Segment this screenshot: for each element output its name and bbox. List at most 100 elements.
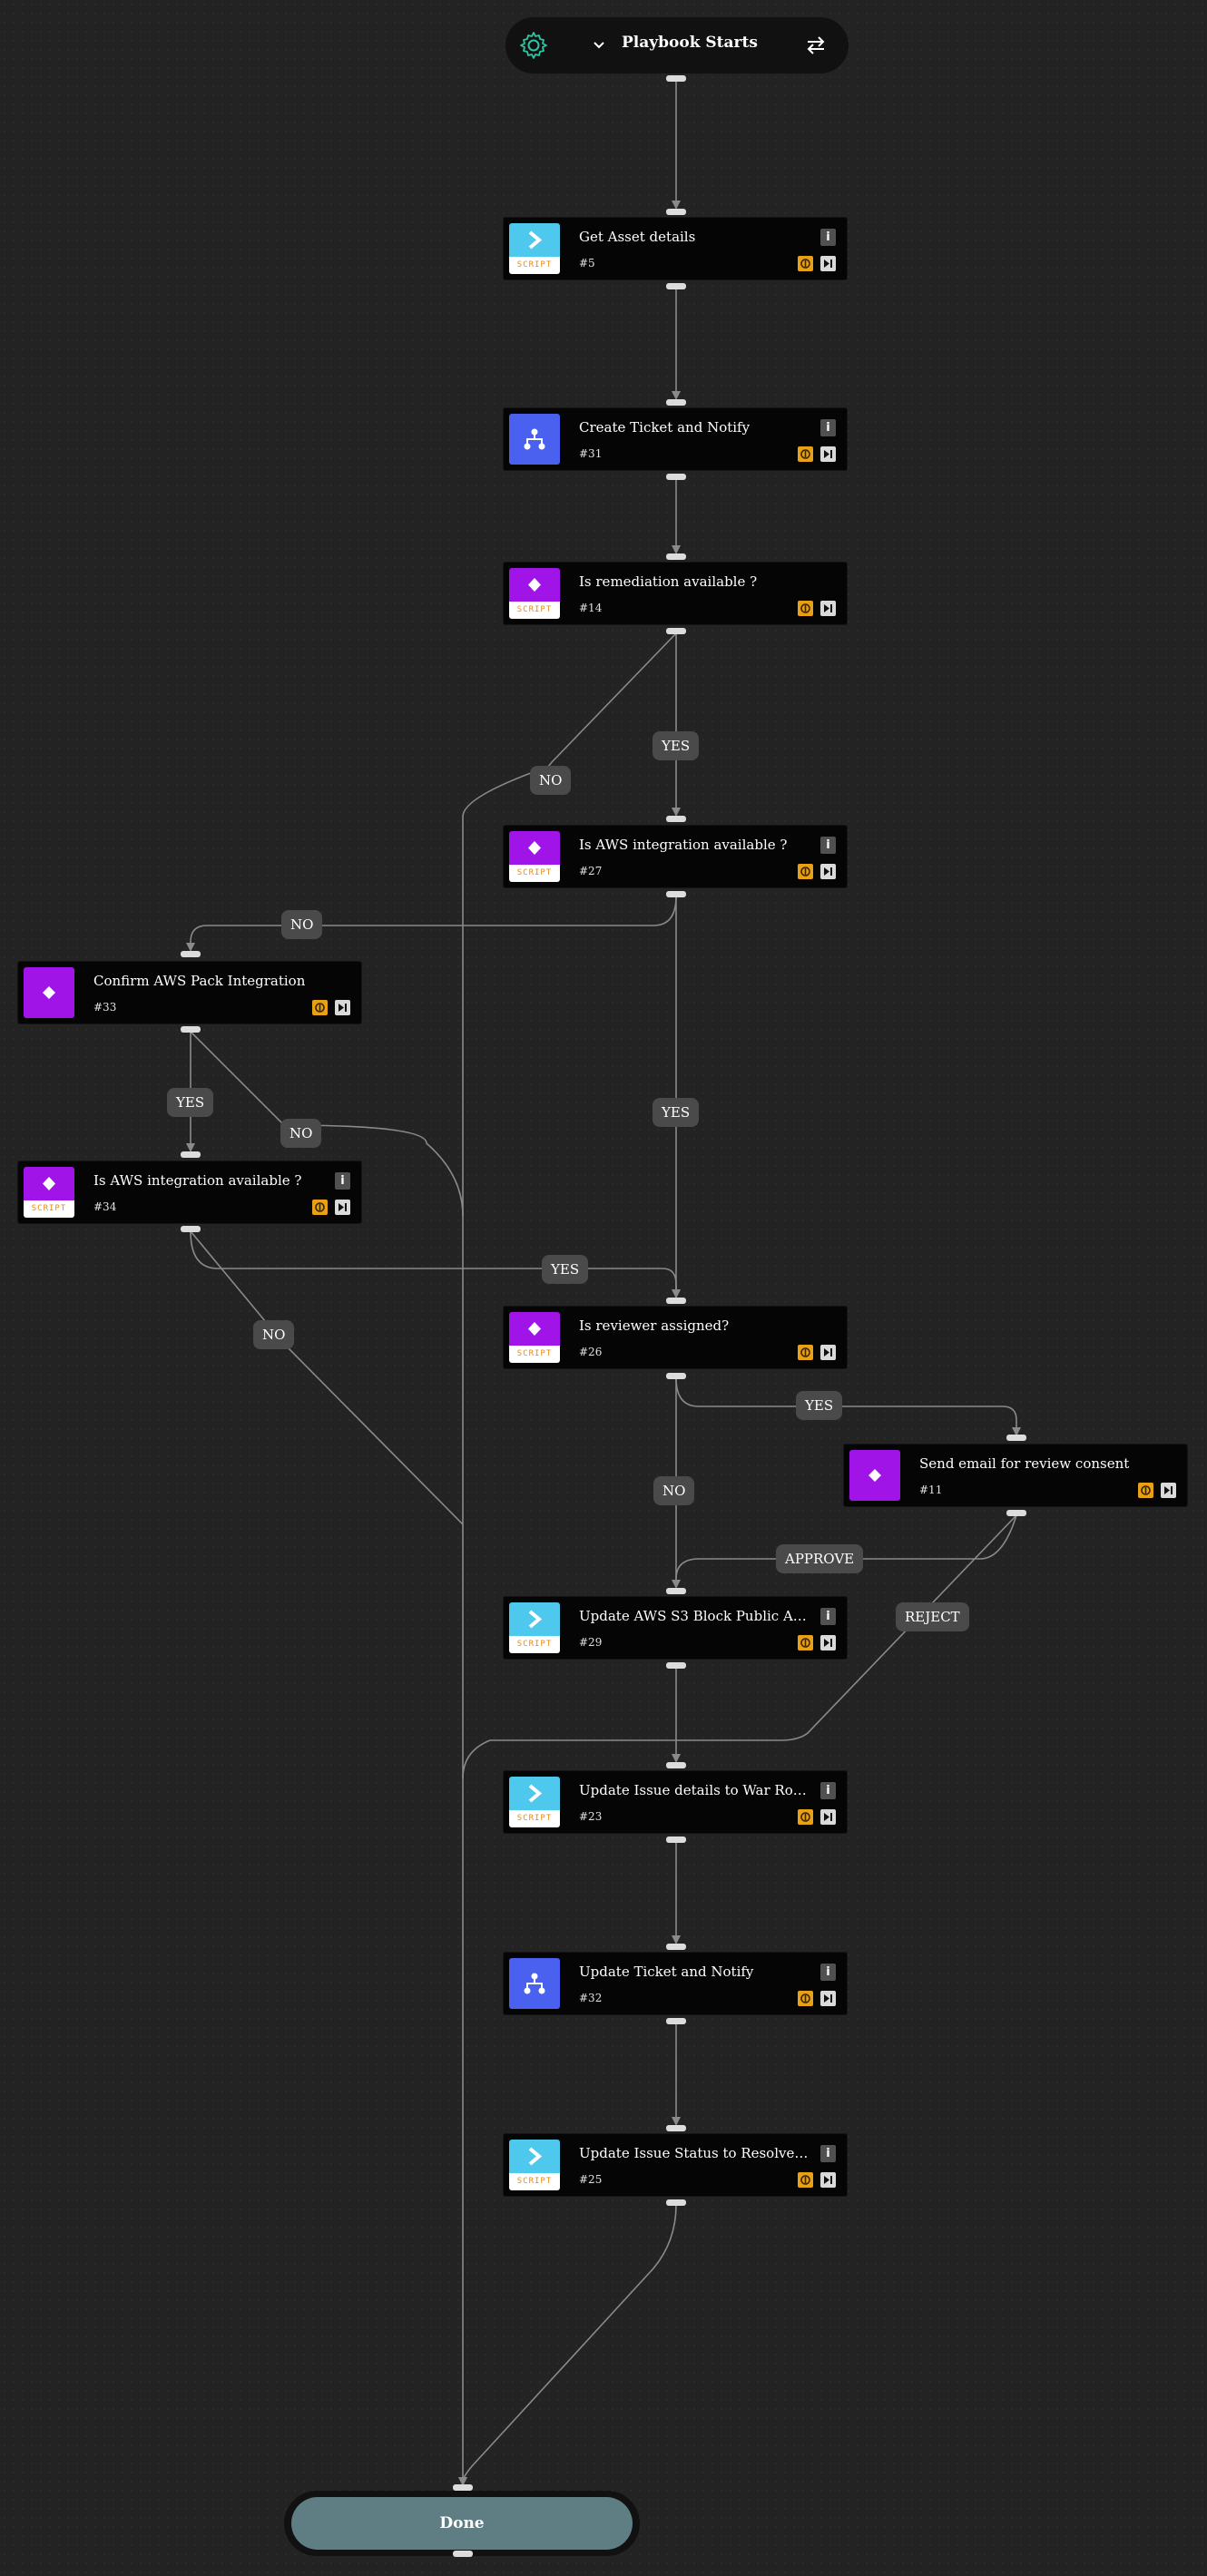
edge-label-no[interactable]: NO	[280, 1119, 322, 1148]
port[interactable]	[666, 1837, 686, 1843]
port[interactable]	[666, 2199, 686, 2206]
edge-label-yes[interactable]: YES	[796, 1391, 843, 1420]
info-icon[interactable]: i	[335, 1172, 350, 1190]
edge-label-reject[interactable]: REJECT	[896, 1602, 969, 1631]
port[interactable]	[1006, 1510, 1026, 1516]
breakpoint-icon[interactable]	[798, 1991, 813, 2006]
task-id: #23	[579, 1810, 603, 1823]
port[interactable]	[666, 1762, 686, 1768]
task-node-23[interactable]: SCRIPT Update Issue details to War Room …	[504, 1771, 847, 1833]
breakpoint-icon[interactable]	[798, 1345, 813, 1360]
port[interactable]	[181, 1026, 201, 1033]
task-node-26[interactable]: SCRIPT Is reviewer assigned? #26	[504, 1307, 847, 1368]
gear-icon[interactable]	[518, 30, 549, 61]
task-name: Confirm AWS Pack Integration	[93, 973, 306, 989]
skip-icon[interactable]	[820, 1345, 836, 1360]
task-id: #27	[579, 865, 603, 877]
breakpoint-icon[interactable]	[312, 1000, 328, 1015]
info-icon[interactable]: i	[820, 1964, 836, 1981]
task-node-25[interactable]: SCRIPT Update Issue Status to Resolved -…	[504, 2134, 847, 2196]
edge-label-yes[interactable]: YES	[653, 731, 700, 760]
port[interactable]	[666, 1373, 686, 1379]
done-node[interactable]: Done	[284, 2491, 640, 2556]
port[interactable]	[666, 1588, 686, 1594]
port[interactable]	[453, 2551, 473, 2557]
port[interactable]	[666, 1298, 686, 1304]
info-icon[interactable]: i	[820, 837, 836, 854]
start-node[interactable]: Playbook Starts	[505, 17, 849, 73]
edge-label-no[interactable]: NO	[253, 1320, 295, 1349]
condition-script-icon: SCRIPT	[24, 1167, 74, 1218]
task-id: #14	[579, 602, 603, 614]
port[interactable]	[666, 891, 686, 897]
edge-label-no[interactable]: NO	[530, 766, 572, 795]
info-icon[interactable]: i	[820, 419, 836, 436]
breakpoint-icon[interactable]	[798, 256, 813, 271]
skip-icon[interactable]	[820, 2172, 836, 2188]
port[interactable]	[181, 951, 201, 957]
task-node-32[interactable]: Update Ticket and Notify #32 i	[504, 1953, 847, 2014]
port[interactable]	[1006, 1435, 1026, 1441]
swap-icon[interactable]	[805, 35, 827, 55]
breakpoint-icon[interactable]	[1138, 1483, 1153, 1498]
subplaybook-icon	[509, 414, 560, 465]
breakpoint-icon[interactable]	[312, 1200, 328, 1215]
task-name: Is AWS integration available ?	[579, 837, 788, 853]
skip-icon[interactable]	[820, 1809, 836, 1825]
port[interactable]	[666, 553, 686, 560]
info-icon[interactable]: i	[820, 229, 836, 246]
task-node-34[interactable]: SCRIPT Is AWS integration available ? #3…	[18, 1161, 361, 1223]
task-node-33[interactable]: Confirm AWS Pack Integration #33	[18, 962, 361, 1024]
breakpoint-icon[interactable]	[798, 1635, 813, 1650]
info-icon[interactable]: i	[820, 1608, 836, 1625]
port[interactable]	[666, 474, 686, 480]
skip-icon[interactable]	[820, 256, 836, 271]
edge-label-approve[interactable]: APPROVE	[776, 1544, 864, 1573]
edge-label-no[interactable]: NO	[281, 910, 323, 939]
edge-27-to-33-no	[186, 896, 677, 952]
task-node-29[interactable]: SCRIPT Update AWS S3 Block Public Access…	[504, 1597, 847, 1659]
task-node-14[interactable]: SCRIPT Is remediation available ? #14	[504, 563, 847, 624]
breakpoint-icon[interactable]	[798, 601, 813, 616]
chevron-down-icon[interactable]	[592, 38, 606, 53]
edge-label-yes[interactable]: YES	[542, 1255, 589, 1284]
port[interactable]	[666, 816, 686, 822]
port[interactable]	[666, 1662, 686, 1669]
port[interactable]	[666, 1944, 686, 1950]
port[interactable]	[181, 1226, 201, 1232]
port[interactable]	[453, 2484, 473, 2491]
info-icon[interactable]: i	[820, 1782, 836, 1799]
skip-icon[interactable]	[820, 601, 836, 616]
skip-icon[interactable]	[1161, 1483, 1176, 1498]
task-node-31[interactable]: Create Ticket and Notify #31 i	[504, 408, 847, 470]
subplaybook-icon	[509, 1958, 560, 2009]
port[interactable]	[666, 399, 686, 406]
edge-label-no[interactable]: NO	[653, 1476, 695, 1505]
breakpoint-icon[interactable]	[798, 864, 813, 879]
task-node-11[interactable]: Send email for review consent #11	[844, 1445, 1187, 1506]
port[interactable]	[181, 1151, 201, 1158]
edge-11-to-29-approve	[675, 1514, 1017, 1580]
port[interactable]	[666, 209, 686, 215]
skip-icon[interactable]	[820, 1635, 836, 1650]
script-badge: SCRIPT	[509, 602, 560, 619]
skip-icon[interactable]	[820, 446, 836, 462]
skip-icon[interactable]	[335, 1200, 350, 1215]
breakpoint-icon[interactable]	[798, 1809, 813, 1825]
task-node-5[interactable]: SCRIPT Get Asset details #5 i	[504, 218, 847, 279]
script-task-icon: SCRIPT	[509, 223, 560, 274]
edge-label-yes[interactable]: YES	[167, 1088, 214, 1117]
skip-icon[interactable]	[820, 1991, 836, 2006]
port[interactable]	[666, 2125, 686, 2131]
port[interactable]	[666, 2018, 686, 2024]
breakpoint-icon[interactable]	[798, 2172, 813, 2188]
skip-icon[interactable]	[820, 864, 836, 879]
info-icon[interactable]: i	[820, 2145, 836, 2162]
port[interactable]	[666, 628, 686, 634]
edge-label-yes[interactable]: YES	[653, 1098, 700, 1127]
port[interactable]	[666, 75, 686, 82]
task-node-27[interactable]: SCRIPT Is AWS integration available ? #2…	[504, 826, 847, 887]
breakpoint-icon[interactable]	[798, 446, 813, 462]
skip-icon[interactable]	[335, 1000, 350, 1015]
port[interactable]	[666, 283, 686, 289]
